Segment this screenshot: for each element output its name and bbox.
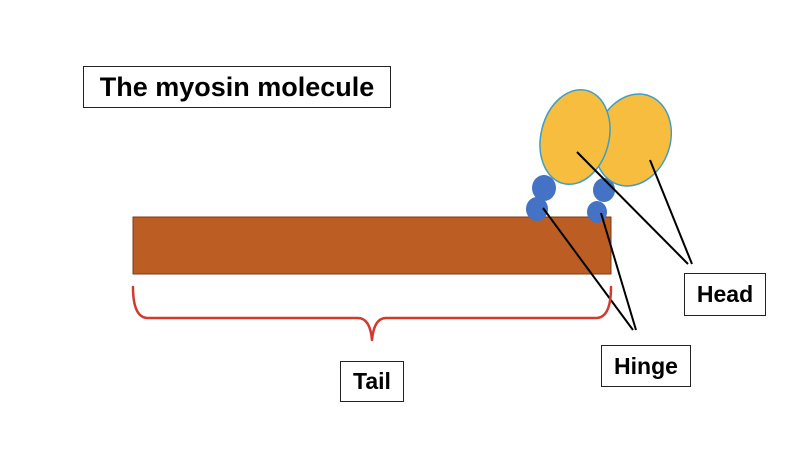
myosin-head-left <box>539 88 611 186</box>
hinge-label: Hinge <box>601 345 691 387</box>
hinge-circle-left-lower <box>526 197 548 221</box>
head-label: Head <box>684 273 766 316</box>
myosin-tail-bar <box>132 216 612 275</box>
hinge-pointer-line-1 <box>542 207 634 331</box>
hinge-circle-left-upper <box>532 175 556 201</box>
diagram-title: The myosin molecule <box>83 66 391 108</box>
head-pointer-line-2 <box>649 159 693 265</box>
tail-bracket <box>131 285 613 342</box>
tail-label: Tail <box>340 361 404 402</box>
hinge-pointer-line-2 <box>600 212 637 331</box>
head-pointer-line-1 <box>576 151 689 265</box>
